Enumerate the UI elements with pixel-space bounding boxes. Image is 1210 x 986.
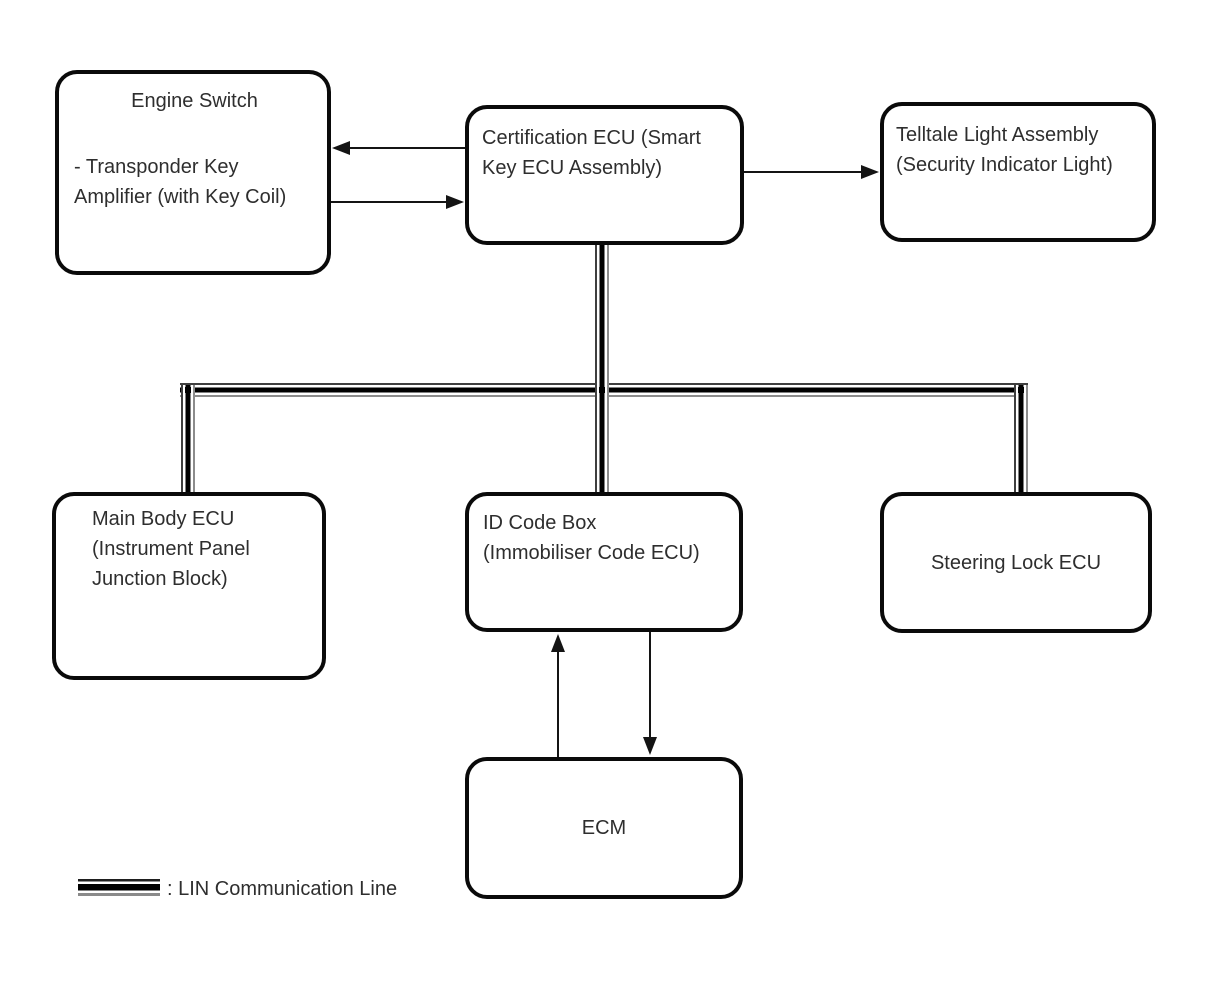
lin-junction-right [1018,387,1024,393]
box-id-code-box: ID Code Box (Immobiliser Code ECU) [465,492,743,632]
certification-ecu-label-line: Key ECU Assembly) [482,157,663,179]
id-code-box-label-line: (Immobiliser Code ECU) [483,542,700,564]
box-engine-switch: Engine Switch - Transponder Key Amplifie… [55,70,331,275]
certification-ecu-label-line: Certification ECU (Smart [482,127,701,149]
lin-line-swatch-icon [78,879,160,896]
lin-line-bus-to-steering-lock-ecu [1014,385,1028,494]
arrowhead-right-icon [861,165,879,179]
legend-label: : LIN Communication Line [167,878,398,900]
telltale-label-line: Telltale Light Assembly [896,124,1099,146]
engine-switch-body-line: Amplifier (with Key Coil) [74,186,287,208]
arrowhead-down-icon [643,737,657,755]
box-steering-lock-ecu: Steering Lock ECU [880,492,1152,633]
id-code-box-label-line: ID Code Box [483,512,597,534]
arrowhead-up-icon [551,634,565,652]
ecm-label: ECM [581,817,627,839]
arrow-line-ecm-to-id-code-box [557,651,559,757]
arrow-line-certification-to-telltale [743,171,863,173]
box-main-body-ecu: Main Body ECU (Instrument Panel Junction… [52,492,326,680]
box-telltale-light-assembly: Telltale Light Assembly (Security Indica… [880,102,1156,242]
lin-line-bus-to-main-body-ecu [181,385,195,494]
lin-junction-left [185,387,191,393]
main-body-ecu-label-line: Main Body ECU [92,508,235,530]
main-body-ecu-label-line: (Instrument Panel [92,538,250,560]
arrow-line-id-code-box-to-ecm [649,632,651,738]
box-ecm: ECM [465,757,743,899]
steering-lock-ecu-label: Steering Lock ECU [930,551,1102,574]
arrow-line-certification-to-engine-switch [349,147,465,149]
arrowhead-left-icon [332,141,350,155]
telltale-label-line: (Security Indicator Light) [896,154,1113,176]
lin-junction-center [599,387,605,393]
arrow-line-engine-switch-to-certification [331,201,447,203]
box-certification-ecu: Certification ECU (Smart Key ECU Assembl… [465,105,744,245]
lin-line-certification-to-id-code-box [595,243,609,494]
main-body-ecu-label-line: Junction Block) [92,568,228,590]
engine-switch-title: Engine Switch [131,90,258,112]
arrowhead-right-icon [446,195,464,209]
engine-switch-body-line: - Transponder Key [74,156,239,178]
